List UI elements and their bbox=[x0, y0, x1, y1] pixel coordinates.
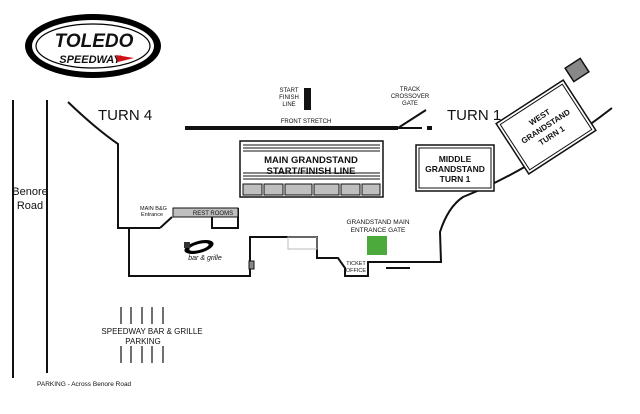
parking-note: PARKING - Across Benore Road bbox=[37, 381, 132, 388]
benore-road-label-1: Benore bbox=[12, 186, 47, 198]
main-grandstand bbox=[239, 140, 384, 198]
logo-title: TOLEDO bbox=[55, 31, 134, 52]
middle-grandstand bbox=[415, 144, 495, 192]
middle-grandstand-line1: MIDDLE bbox=[439, 154, 472, 164]
front-stretch-label: FRONT STRETCH bbox=[281, 119, 332, 125]
rest-rooms bbox=[172, 207, 239, 218]
ticket-office-label-1: TICKET bbox=[346, 261, 366, 267]
crossover-gate-post bbox=[427, 126, 432, 130]
crossover-label-2: CROSSOVER bbox=[391, 94, 430, 100]
grandstand-main-gate bbox=[367, 236, 387, 255]
stage-area bbox=[287, 236, 318, 250]
turn-1-label: TURN 1 bbox=[447, 107, 501, 124]
parking-label-1: SPEEDWAY BAR & GRILLE bbox=[101, 327, 202, 336]
crossover-label-1: TRACK bbox=[400, 87, 420, 93]
toledo-speedway-logo: TOLEDO SPEEDWAY bbox=[25, 14, 161, 78]
ticket-office-label-2: OFFICE bbox=[346, 268, 366, 274]
start-finish-marker bbox=[304, 88, 311, 110]
main-grandstand-subtitle: START/FINISH LINE bbox=[266, 166, 355, 177]
ticket-office-walls bbox=[344, 262, 369, 277]
start-finish-label-3: LINE bbox=[282, 102, 295, 108]
bar-grille-logo-text: bar & grille bbox=[188, 255, 222, 262]
restroom-walls bbox=[211, 208, 239, 229]
bar-grille-logo: bar & grille bbox=[184, 240, 222, 262]
middle-grandstand-line2: GRANDSTAND bbox=[425, 164, 485, 174]
west-grandstand-booth bbox=[564, 57, 590, 83]
logo-arrow-icon bbox=[116, 55, 134, 62]
grandstand-gate-label-2: ENTRANCE GATE bbox=[351, 227, 406, 234]
start-finish-label-2: FINISH bbox=[279, 95, 299, 101]
benore-road bbox=[12, 100, 48, 378]
start-finish-label-1: START bbox=[279, 88, 298, 94]
logo-subtitle: SPEEDWAY bbox=[59, 54, 122, 66]
rest-rooms-label: REST ROOMS bbox=[193, 211, 233, 217]
crossover-label-3: GATE bbox=[402, 101, 418, 107]
checkered-flag-icon bbox=[184, 242, 190, 248]
crossover-gate-line bbox=[397, 109, 427, 129]
main-bg-entrance-label-1: MAIN B&G bbox=[140, 206, 167, 212]
turn-4-label: TURN 4 bbox=[98, 107, 152, 124]
parking-lot-marks bbox=[120, 307, 164, 363]
bar-entrance-line bbox=[159, 216, 173, 229]
main-bg-entrance-label-2: Entrance bbox=[141, 212, 163, 218]
middle-grandstand-line3: TURN 1 bbox=[440, 174, 471, 184]
grandstand-gate-label-1: GRANDSTAND MAIN bbox=[346, 219, 409, 226]
bar-door bbox=[248, 260, 255, 270]
parking-label-2: PARKING bbox=[125, 337, 160, 346]
west-grandstand: WEST GRANDSTAND TURN 1 bbox=[495, 79, 597, 175]
main-grandstand-title: MAIN GRANDSTAND bbox=[264, 155, 358, 166]
benore-road-label-2: Road bbox=[17, 200, 43, 212]
